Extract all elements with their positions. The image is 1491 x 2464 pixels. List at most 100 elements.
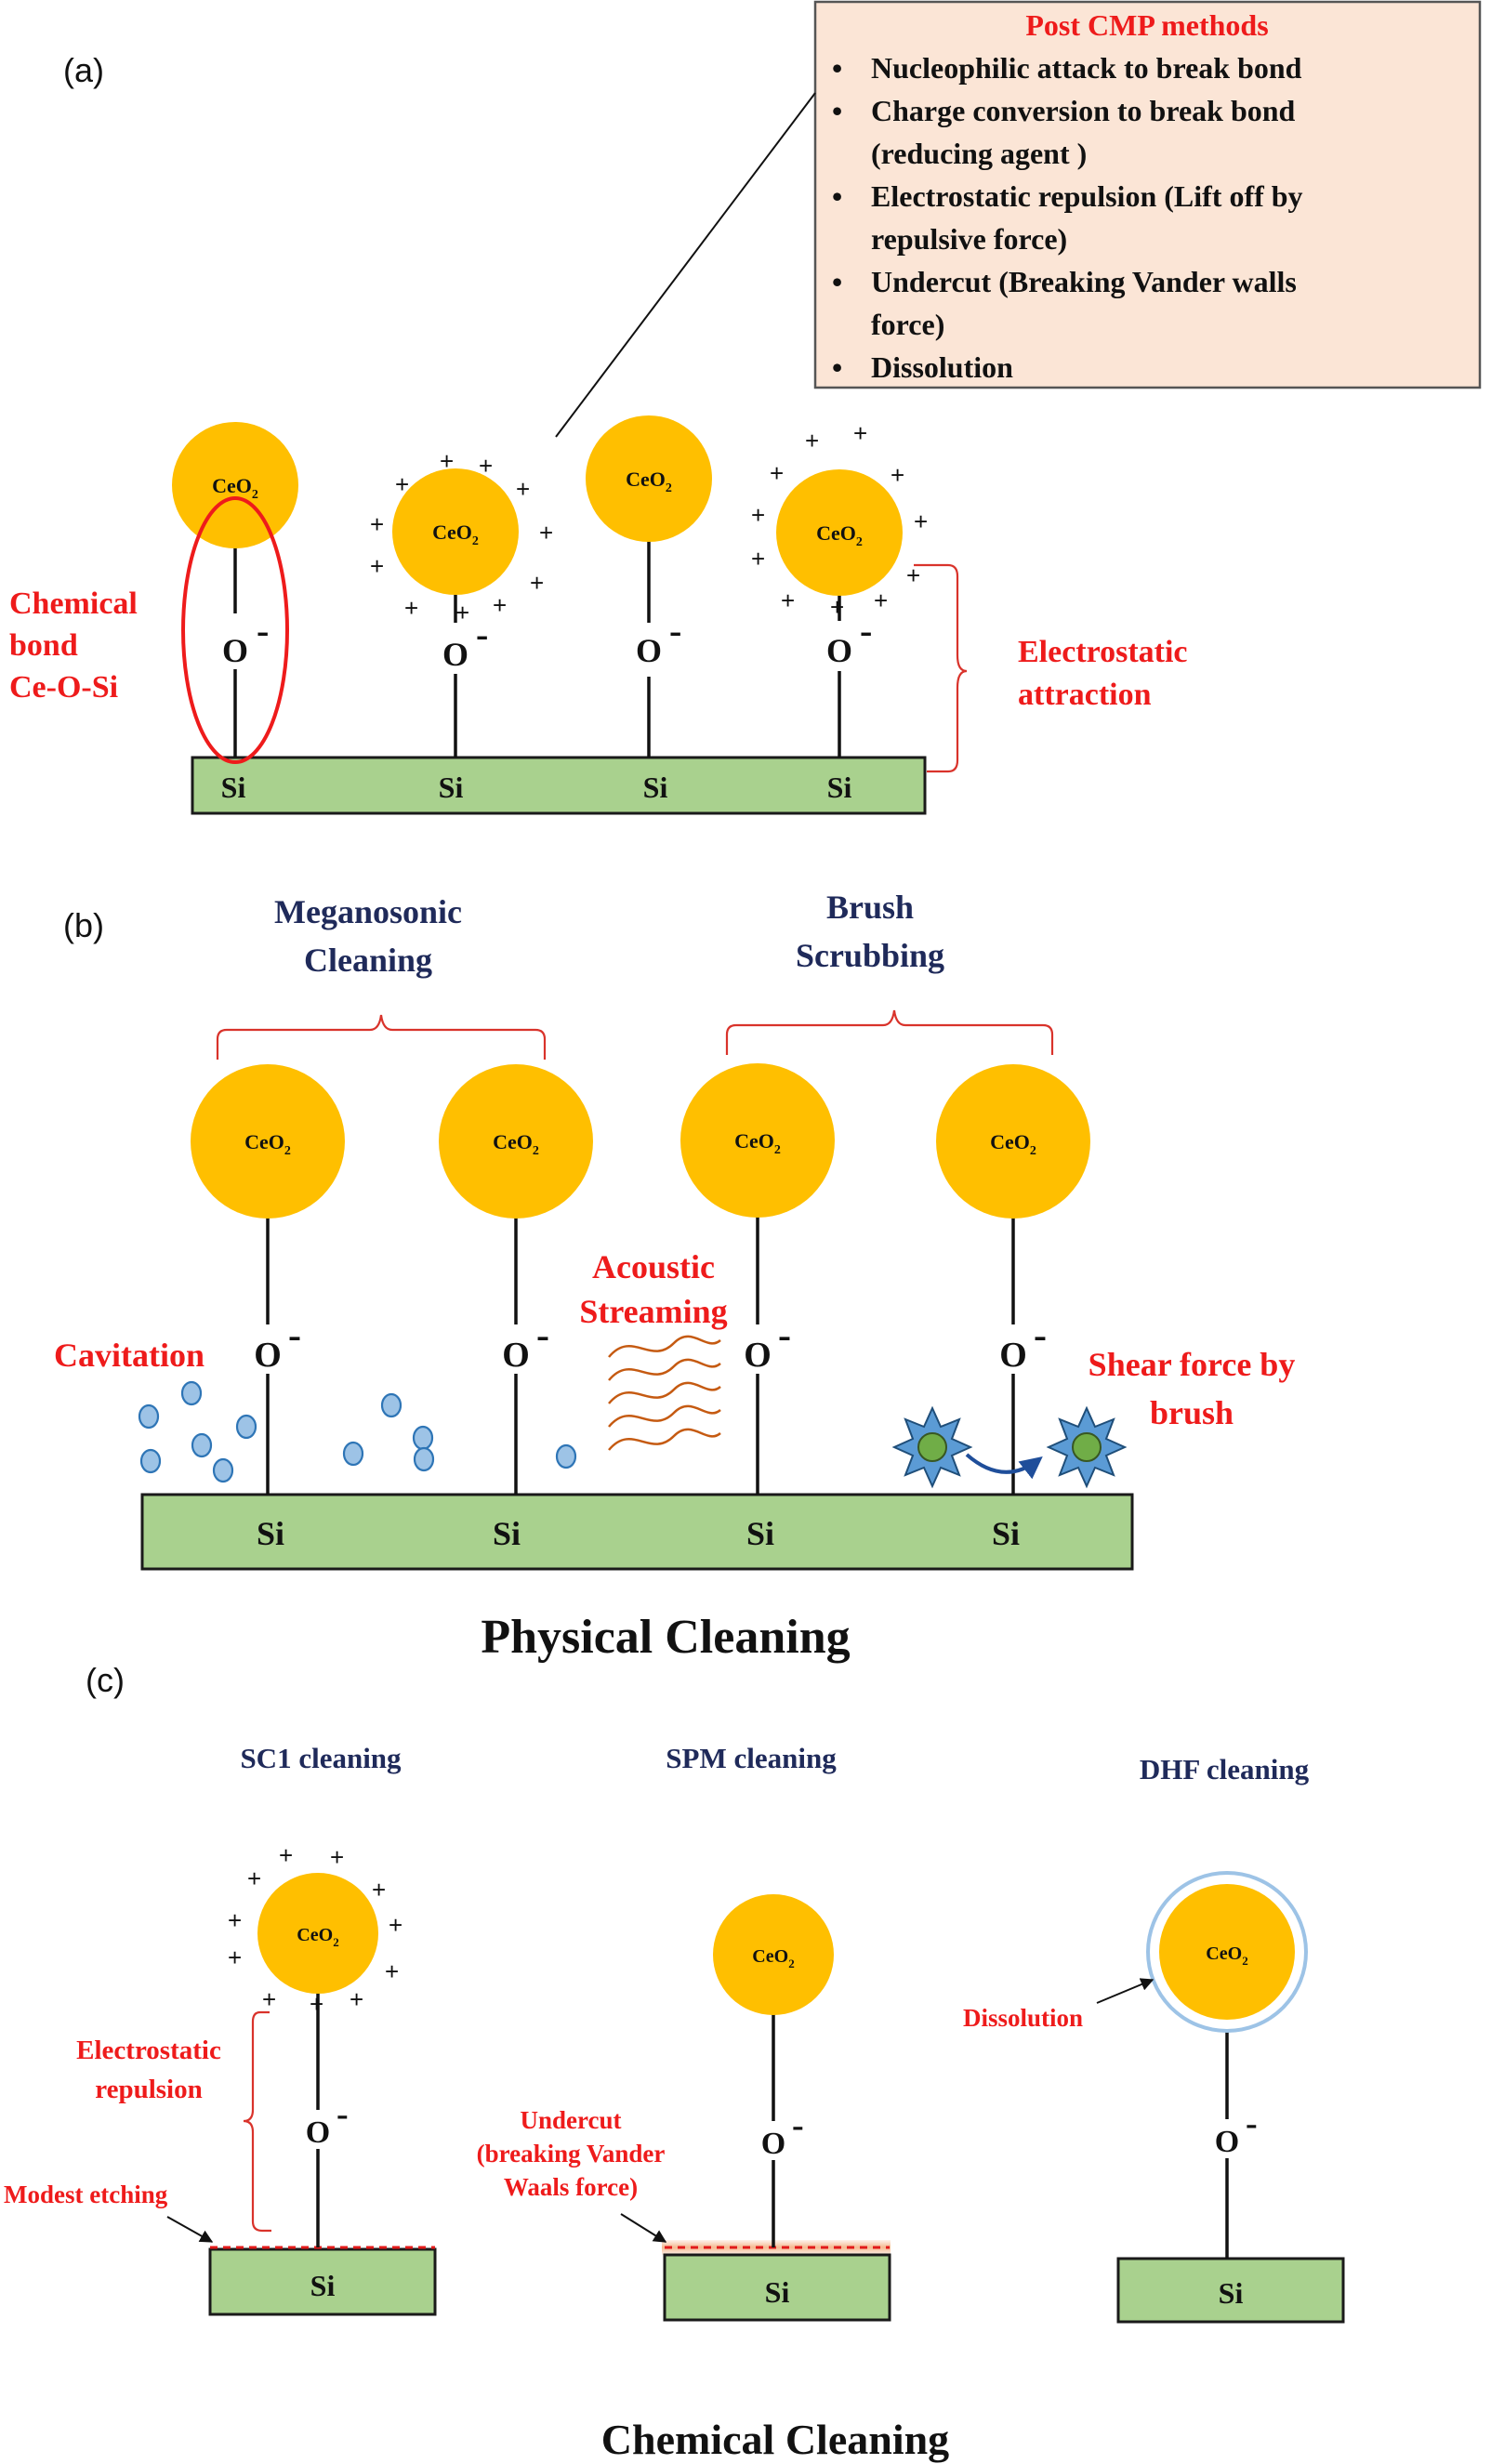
method-4-line-2: force) (871, 308, 944, 341)
method-5-line-1: Dissolution (871, 350, 1013, 384)
svg-text:CeO2: CeO2 (734, 1129, 781, 1157)
bullet-2: • (832, 94, 842, 127)
svg-text:bond: bond (9, 628, 78, 663)
brush-bracket (725, 1009, 1054, 1055)
method-3-line-2: repulsive force) (871, 222, 1067, 256)
svg-text:+: + (310, 1990, 323, 2018)
spm-title: SPM cleaning (666, 1742, 837, 1774)
svg-text:-: - (778, 1314, 791, 1357)
svg-text:+: + (385, 1957, 399, 1985)
electrostatic-repulsion-label: Electrostatic repulsion (76, 2036, 221, 2104)
charges-sc1: + + + + + + + + + + + (228, 1841, 402, 2018)
callout-line (555, 92, 816, 438)
acoustic-streaming-label: Acoustic Streaming (579, 1248, 727, 1330)
si-b-3: Si (746, 1515, 774, 1552)
attraction-bracket (914, 563, 968, 773)
modest-etching-label: Modest etching (4, 2181, 168, 2208)
oxygen-a3: O (636, 632, 662, 669)
panel-c-letter: (c) (86, 1661, 125, 1699)
svg-text:attraction: attraction (1018, 678, 1152, 712)
si-b-4: Si (992, 1515, 1020, 1552)
svg-text:+: + (770, 459, 784, 487)
method-4-line-1: Undercut (Breaking Vander walls (871, 265, 1297, 298)
repulsion-bracket (243, 2010, 271, 2233)
bullet-3: • (832, 179, 842, 213)
svg-text:+: + (389, 1911, 402, 1939)
svg-text:+: + (247, 1864, 261, 1892)
ceo2-particle-b4 (936, 1064, 1090, 1219)
bullet-4: • (832, 265, 842, 298)
megasonic-bracket (216, 1014, 547, 1060)
brush-title: Brush Scrubbing (796, 889, 944, 974)
minus-a3: - (669, 610, 681, 652)
panel-b-substrate (140, 1493, 1134, 1571)
method-2-line-1: Charge conversion to break bond (871, 94, 1296, 127)
svg-text:+: + (228, 1944, 242, 1971)
shear-force-label: Shear force by brush (1089, 1346, 1296, 1431)
svg-text:O: O (744, 1336, 772, 1375)
particle-b4-group: CeO2 O - (936, 1064, 1090, 1495)
svg-text:Meganosonic: Meganosonic (274, 893, 462, 930)
oxygen-a1: O (222, 632, 248, 669)
svg-text:+: + (805, 427, 819, 455)
ceo2-label-a4: CeO2 (816, 521, 863, 549)
electrostatic-attraction-label: Electrostatic attraction (1018, 635, 1188, 712)
svg-text:+: + (530, 569, 544, 597)
svg-text:+: + (372, 1876, 386, 1904)
svg-text:CeO2: CeO2 (1206, 1944, 1247, 1968)
si-a-1: Si (221, 771, 246, 804)
panel-c: (c) SC1 cleaning SPM cleaning DHF cleani… (4, 1661, 1345, 2463)
spm-group: Si CeO2 O - Undercut (breaking Vander Wa… (477, 1894, 891, 2322)
oxygen-a4: O (826, 632, 852, 669)
svg-text:+: + (370, 510, 384, 538)
svg-text:+: + (830, 593, 844, 621)
svg-text:+: + (751, 545, 765, 573)
megasonic-title: Meganosonic Cleaning (274, 893, 462, 979)
panel-a-letter: (a) (63, 51, 104, 89)
ceo2-particle-a4 (776, 469, 903, 596)
svg-text:Si: Si (1219, 2276, 1244, 2310)
svg-text:Si: Si (765, 2275, 790, 2309)
cavitation-label: Cavitation (54, 1337, 205, 1374)
svg-text:O: O (502, 1336, 530, 1375)
panel-a-substrate (191, 756, 927, 815)
svg-text:CeO2: CeO2 (493, 1130, 539, 1158)
svg-text:+: + (539, 519, 553, 547)
svg-text:repulsion: repulsion (95, 2075, 203, 2104)
si-a-4: Si (827, 771, 852, 804)
method-2-line-2: (reducing agent ) (871, 137, 1087, 170)
svg-text:brush: brush (1150, 1394, 1234, 1431)
svg-text:Undercut: Undercut (520, 2106, 621, 2134)
undercut-label: Undercut (breaking Vander Waals force) (477, 2106, 666, 2201)
ceo2-particle-b1 (191, 1064, 345, 1219)
acoustic-waves (608, 1335, 721, 1451)
charges-a2: + + + + + + + + + + + (370, 447, 553, 626)
post-cmp-methods-box: Post CMP methods • Nucleophilic attack t… (813, 0, 1482, 389)
svg-text:Shear force by: Shear force by (1089, 1346, 1296, 1383)
svg-text:-: - (536, 1314, 549, 1357)
bond-highlight-ellipse (181, 496, 289, 764)
svg-text:Electrostatic: Electrostatic (1018, 635, 1188, 669)
panel-b-letter: (b) (63, 906, 104, 944)
minus-a1: - (257, 610, 269, 652)
svg-text:Si: Si (310, 2269, 336, 2302)
svg-text:+: + (914, 507, 928, 535)
ceo2-particle-b3 (680, 1063, 835, 1218)
svg-text:O: O (306, 2115, 330, 2150)
etching-arrow (166, 2216, 214, 2243)
svg-text:-: - (1034, 1314, 1047, 1357)
bullet-5: • (832, 350, 842, 384)
svg-text:Brush: Brush (826, 889, 914, 926)
svg-text:+: + (279, 1841, 293, 1869)
svg-text:+: + (455, 599, 469, 626)
minus-a4: - (860, 610, 872, 652)
svg-text:+: + (479, 452, 493, 480)
svg-text:+: + (330, 1843, 344, 1871)
svg-text:Electrostatic: Electrostatic (76, 2036, 221, 2065)
charges-a4: + + + + + + + + + + + (751, 419, 928, 621)
chemical-bond-label: Chemical bond Ce-O-Si (9, 586, 138, 705)
svg-text:CeO2: CeO2 (990, 1130, 1036, 1158)
svg-text:-: - (792, 2106, 804, 2145)
svg-text:+: + (493, 591, 507, 619)
ceo2-particle-b2 (439, 1064, 593, 1219)
